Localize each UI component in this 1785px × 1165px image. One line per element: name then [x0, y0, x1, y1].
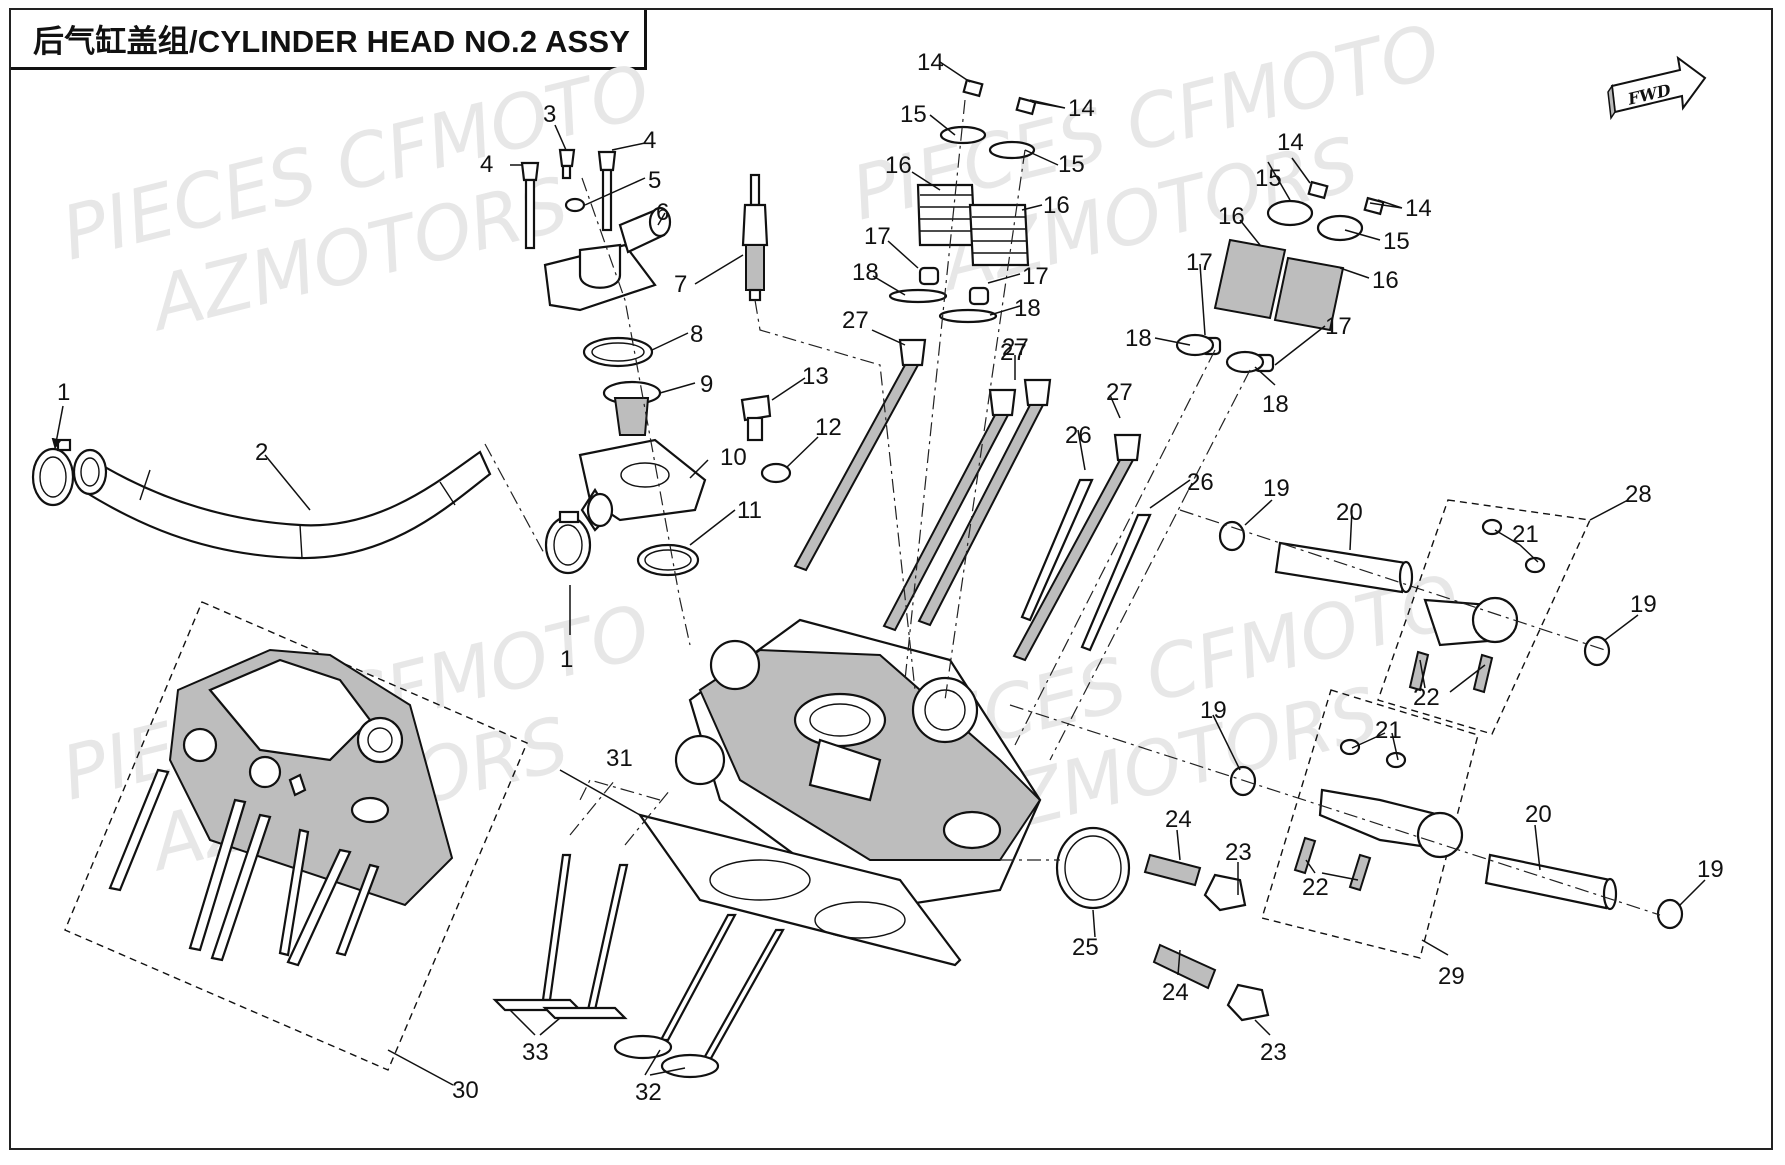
callout-1-lower: 1 [560, 646, 573, 673]
callout-18: 18 [1262, 391, 1289, 418]
callout-17: 17 [1325, 313, 1352, 340]
callout-18: 18 [1125, 325, 1152, 352]
callout-labels: 1 2 3 4 4 5 6 7 8 9 10 11 12 13 14 14 14… [57, 49, 1724, 1106]
valves-32-33 [492, 853, 785, 1079]
coolant-hose-2 [72, 448, 492, 560]
callout-25: 25 [1072, 934, 1099, 961]
callout-19: 19 [1263, 475, 1290, 502]
seal-25 [1055, 826, 1131, 910]
callout-28: 28 [1625, 481, 1652, 508]
studs-24-nuts-23 [1143, 853, 1270, 1022]
callout-18: 18 [1014, 295, 1041, 322]
callout-27: 27 [1000, 339, 1027, 366]
callout-15: 15 [1255, 165, 1282, 192]
callout-22: 22 [1302, 874, 1329, 901]
callout-3: 3 [543, 101, 556, 128]
callout-4: 4 [643, 127, 656, 154]
cylinder-head-center [637, 618, 1042, 967]
callout-32: 32 [635, 1079, 662, 1106]
callout-19: 19 [1630, 591, 1657, 618]
callout-22: 22 [1413, 684, 1440, 711]
callout-6: 6 [656, 199, 669, 226]
callout-29: 29 [1438, 963, 1465, 990]
callout-7: 7 [674, 271, 687, 298]
callout-23: 23 [1225, 839, 1252, 866]
callout-31: 31 [606, 745, 633, 772]
drawing-frame: 后气缸盖组/CYLINDER HEAD NO.2 ASSY [9, 8, 1773, 1150]
head-bolts-26 [1020, 478, 1152, 652]
callout-27: 27 [1002, 334, 1029, 361]
callout-27: 27 [1106, 379, 1133, 406]
callout-16: 16 [1043, 192, 1070, 219]
callout-17: 17 [1022, 263, 1049, 290]
rocker-assembly-28 [1377, 499, 1592, 735]
callout-18: 18 [852, 259, 879, 286]
spark-plug-7 [741, 173, 769, 302]
hose-clamp-1-right [544, 510, 592, 575]
forward-direction-badge: FWD [1607, 55, 1707, 121]
rocker-shafts-20 [1274, 541, 1618, 911]
head-assembly-bolts [108, 768, 380, 967]
callout-14: 14 [1068, 95, 1095, 122]
page-title: 后气缸盖组/CYLINDER HEAD NO.2 ASSY [11, 10, 648, 70]
callout-17: 17 [864, 223, 891, 250]
callout-9: 9 [700, 371, 713, 398]
callout-10: 10 [720, 444, 747, 471]
callout-16: 16 [885, 152, 912, 179]
callout-15: 15 [1058, 151, 1085, 178]
callout-13: 13 [802, 363, 829, 390]
valve-spring-stack-right [1175, 180, 1385, 374]
callout-2: 2 [255, 439, 268, 466]
callout-23: 23 [1260, 1039, 1287, 1066]
callout-15: 15 [900, 101, 927, 128]
callout-26: 26 [1065, 422, 1092, 449]
callout-33: 33 [522, 1039, 549, 1066]
washers-19 [1218, 520, 1684, 930]
callout-20: 20 [1525, 801, 1552, 828]
callout-15: 15 [1383, 228, 1410, 255]
rocker-assembly-29 [1261, 689, 1479, 959]
thermostat-housing-stack [520, 148, 792, 577]
callout-11: 11 [737, 497, 762, 524]
callout-19: 19 [1697, 856, 1724, 883]
callout-4: 4 [480, 151, 493, 178]
callout-26: 26 [1187, 469, 1214, 496]
callout-21: 21 [1512, 521, 1539, 548]
hose-clamp-1-left [31, 438, 75, 507]
callout-16: 16 [1372, 267, 1399, 294]
cylinder-head-assembly-30 [64, 601, 528, 1071]
callout-14: 14 [1405, 195, 1432, 222]
callout-16: 16 [1218, 203, 1245, 230]
callout-8: 8 [690, 321, 703, 348]
valve-spring-stack-left [888, 78, 1037, 324]
callout-20: 20 [1336, 499, 1363, 526]
head-bolts-27 [793, 338, 1142, 662]
callout-5: 5 [648, 167, 661, 194]
callout-12: 12 [815, 414, 842, 441]
callout-30: 30 [452, 1077, 479, 1104]
callout-14: 14 [917, 49, 944, 76]
alignment-lines [484, 99, 1661, 916]
callout-17: 17 [1186, 249, 1213, 276]
callout-24: 24 [1162, 979, 1189, 1006]
callout-14: 14 [1277, 129, 1304, 156]
callout-19: 19 [1200, 697, 1227, 724]
callout-1: 1 [57, 379, 70, 406]
leader-lines [51, 61, 1706, 1086]
callout-27: 27 [842, 307, 869, 334]
callout-24: 24 [1165, 806, 1192, 833]
callout-21: 21 [1375, 717, 1402, 744]
